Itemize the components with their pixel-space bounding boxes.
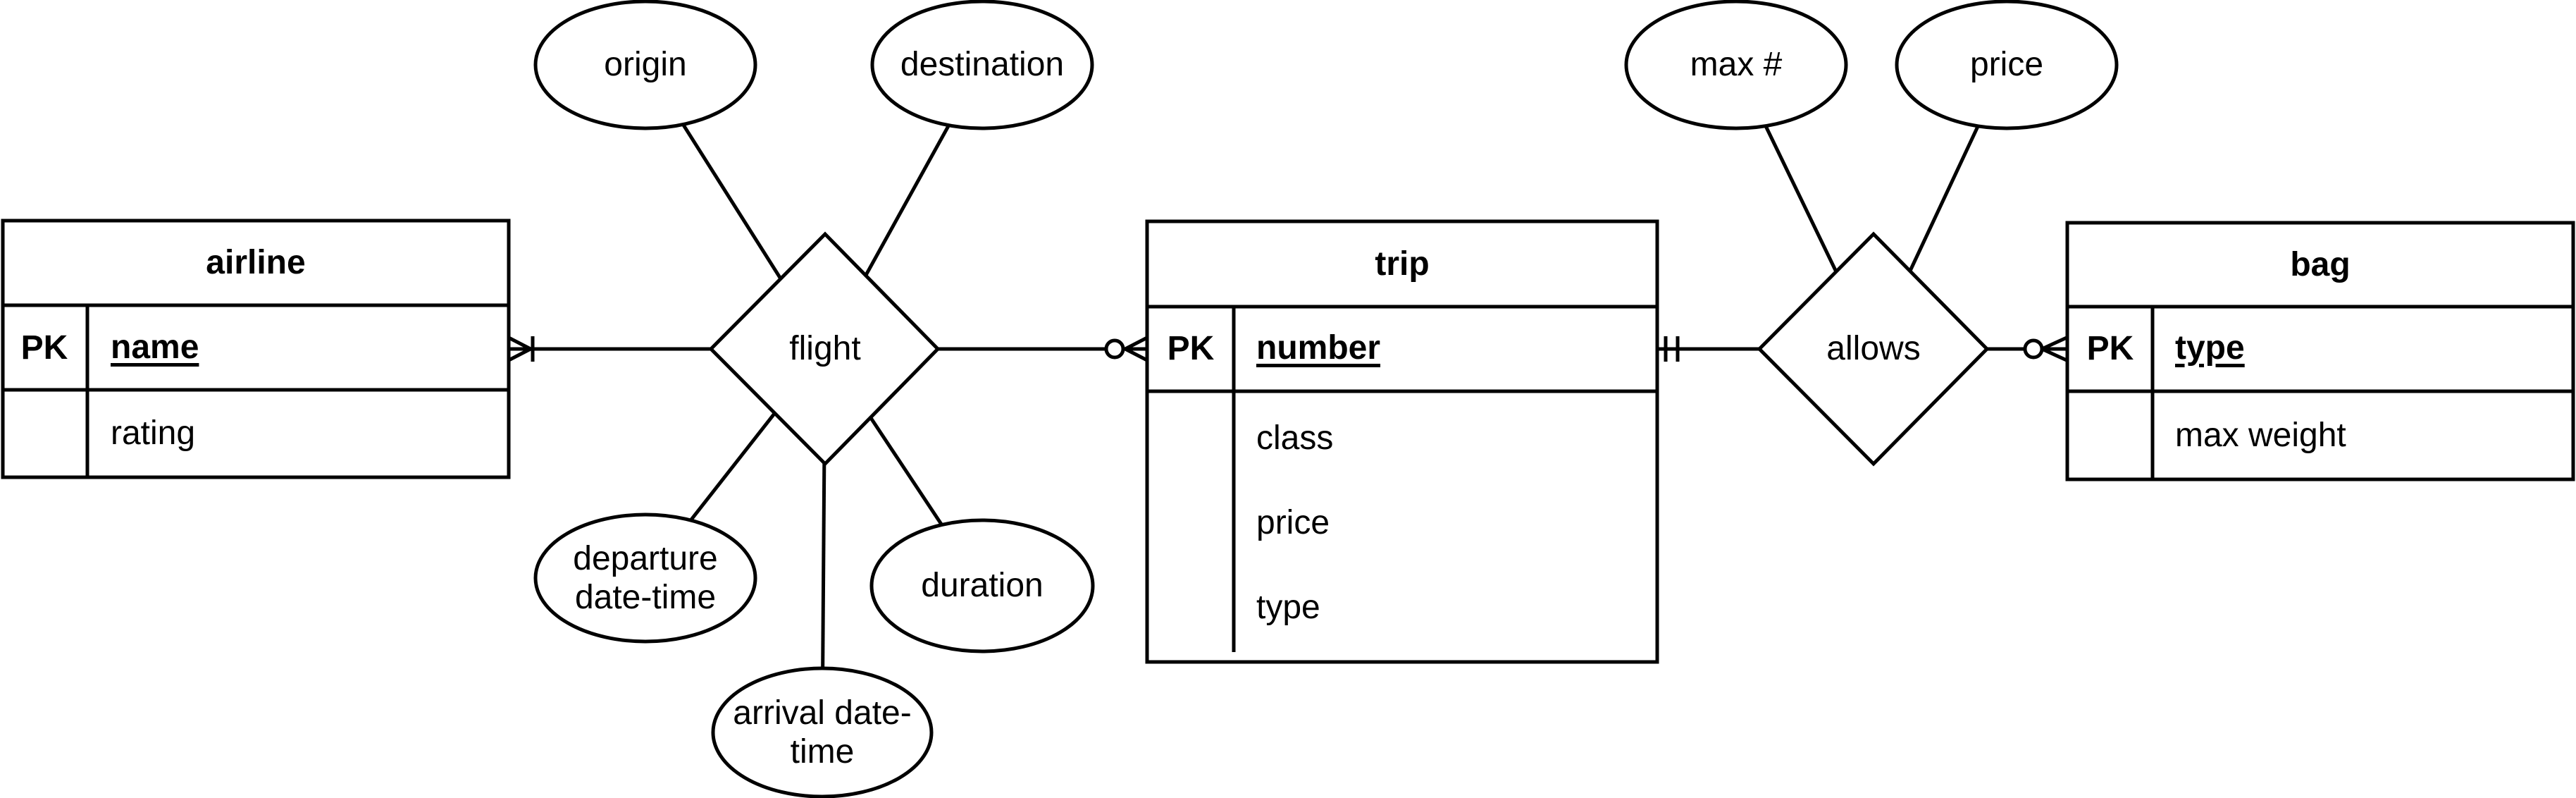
arrival-label-line2: time — [790, 733, 855, 771]
airline-key-name: name — [111, 329, 199, 366]
flight-relationship-label: flight — [789, 330, 861, 367]
airline-title: airline — [206, 244, 306, 281]
trip-title: trip — [1375, 245, 1430, 283]
allows-relationship-label: allows — [1826, 330, 1921, 367]
trip-key-number: number — [1256, 329, 1381, 367]
bag-attr-max-weight: max weight — [2175, 417, 2346, 454]
departure-label-line1: departure — [573, 540, 718, 577]
entity-bag-box[interactable] — [2065, 221, 2575, 481]
diamond-flight[interactable] — [708, 231, 941, 467]
oval-price[interactable] — [1895, 0, 2119, 130]
crowfoot-one-or-many-icon — [507, 336, 535, 362]
airline-attr-rating: rating — [111, 415, 196, 452]
oval-max-count[interactable] — [1624, 0, 1848, 130]
price-oval-label: price — [1969, 46, 2044, 83]
destination-label: destination — [900, 46, 1065, 83]
oval-arrival[interactable] — [711, 666, 934, 798]
trip-attr-class: class — [1256, 419, 1334, 457]
trip-attr-price: price — [1256, 504, 1330, 541]
one-and-only-one-icon — [1664, 336, 1680, 362]
arrival-label-line1: arrival date- — [733, 694, 912, 732]
trip-pk-label: PK — [1167, 330, 1215, 367]
departure-label: departure date-time — [573, 539, 717, 617]
zero-or-many-trip-icon — [1104, 336, 1148, 362]
oval-departure[interactable] — [533, 512, 757, 644]
max-count-label: max # — [1690, 46, 1783, 83]
departure-label-line2: date-time — [574, 579, 717, 616]
bag-key-type: type — [2175, 329, 2245, 367]
origin-label: origin — [604, 46, 687, 83]
arrival-label: arrival date- time — [733, 694, 911, 771]
airline-pk-label: PK — [20, 329, 68, 367]
bag-pk-label: PK — [2086, 330, 2134, 367]
duration-label: duration — [921, 567, 1044, 604]
diamond-allows[interactable] — [1757, 231, 1990, 467]
entity-airline-box[interactable] — [1, 219, 511, 479]
entity-trip-box[interactable] — [1145, 219, 1659, 664]
oval-duration[interactable] — [869, 518, 1095, 653]
zero-or-many-bag-icon — [2023, 336, 2068, 362]
trip-attr-type: type — [1256, 589, 1320, 626]
bag-title: bag — [2290, 246, 2351, 283]
oval-origin[interactable] — [533, 0, 757, 130]
oval-destination[interactable] — [870, 0, 1094, 130]
